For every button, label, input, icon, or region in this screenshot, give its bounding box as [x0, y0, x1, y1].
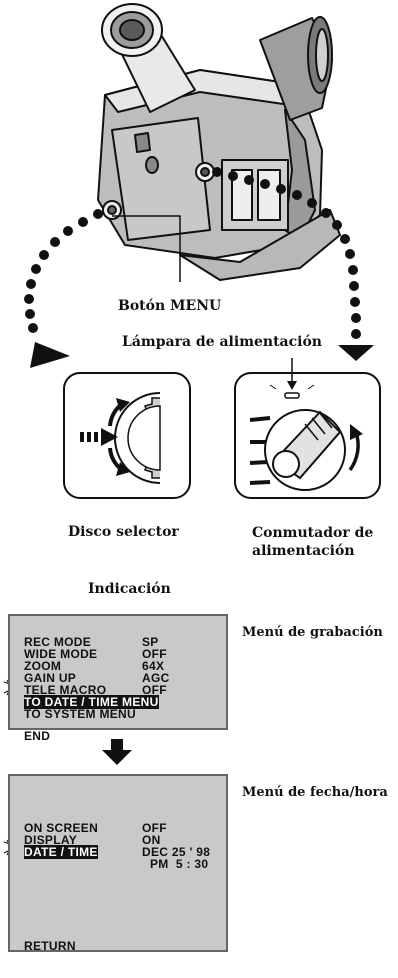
- datetime-menu-caption: Menú de fecha/hora: [242, 785, 388, 800]
- dotted-arc-left: [24, 209, 103, 368]
- selector-dial-label: Disco selector: [68, 524, 179, 540]
- menu-time-row: PM 5 : 30: [150, 857, 209, 871]
- display-heading: Indicación: [88, 581, 171, 597]
- power-lamp-label: Lámpara de alimentación: [122, 334, 322, 350]
- menu-row: TO SYSTEM MENU: [24, 707, 136, 721]
- power-switch-label-line2: alimentación: [252, 543, 355, 559]
- recording-menu-caption: Menú de grabación: [242, 625, 383, 640]
- menu-return: RETURN: [24, 939, 76, 953]
- menu-end: END: [24, 729, 51, 743]
- menu-row-selected: TO DATE / TIME MENU: [24, 695, 159, 709]
- power-switch-label-line1: Conmutador de: [252, 525, 374, 541]
- power-switch-illustration: [234, 358, 381, 499]
- menu-button-label: Botón MENU: [118, 298, 222, 314]
- dotted-arc-right: [212, 167, 374, 361]
- menu-button-pointer: [112, 215, 181, 282]
- power-switch-label: Conmutador de alimentación: [252, 524, 373, 560]
- camcorder-illustration: [97, 3, 341, 281]
- selector-dial-illustration: [63, 372, 191, 499]
- down-arrow: [102, 739, 132, 765]
